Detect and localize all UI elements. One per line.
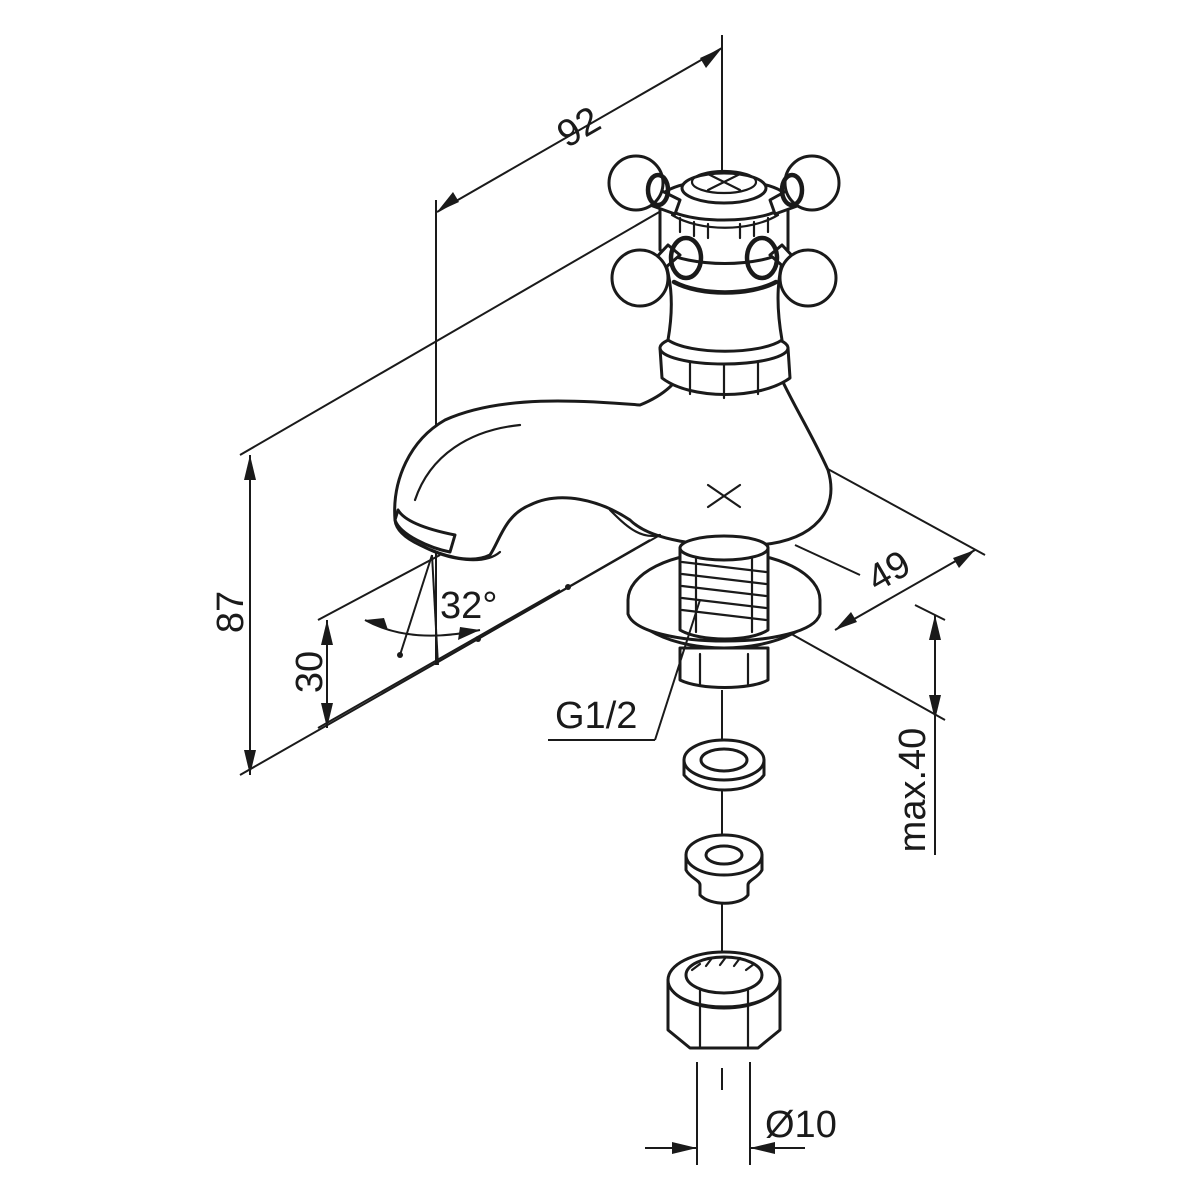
threaded-shank <box>626 534 822 689</box>
dimension-30: 30 <box>289 554 561 729</box>
thread-label: G1/2 <box>555 695 637 737</box>
dimension-max40: max.40 <box>892 604 946 855</box>
dimension-pipe-diameter: Ø10 <box>645 1062 837 1165</box>
base-construction-line <box>437 539 651 663</box>
dimension-87-label: 87 <box>210 591 252 633</box>
thread-callout: G1/2 <box>548 599 701 741</box>
angle-label: 32° <box>440 585 497 627</box>
pipe-diameter-label: Ø10 <box>765 1104 837 1146</box>
spout-body <box>393 363 833 562</box>
cross-handles <box>607 154 841 308</box>
dimension-angle: 32° <box>364 554 497 666</box>
dimension-30-label: 30 <box>289 651 331 693</box>
washer <box>682 738 766 792</box>
dimension-max40-label: max.40 <box>892 728 934 853</box>
compression-ring <box>684 833 764 905</box>
valve-head <box>658 169 790 353</box>
dimension-92-label: 92 <box>550 99 608 157</box>
hex-nut <box>666 950 782 1050</box>
dimension-49-label: 49 <box>860 543 918 601</box>
